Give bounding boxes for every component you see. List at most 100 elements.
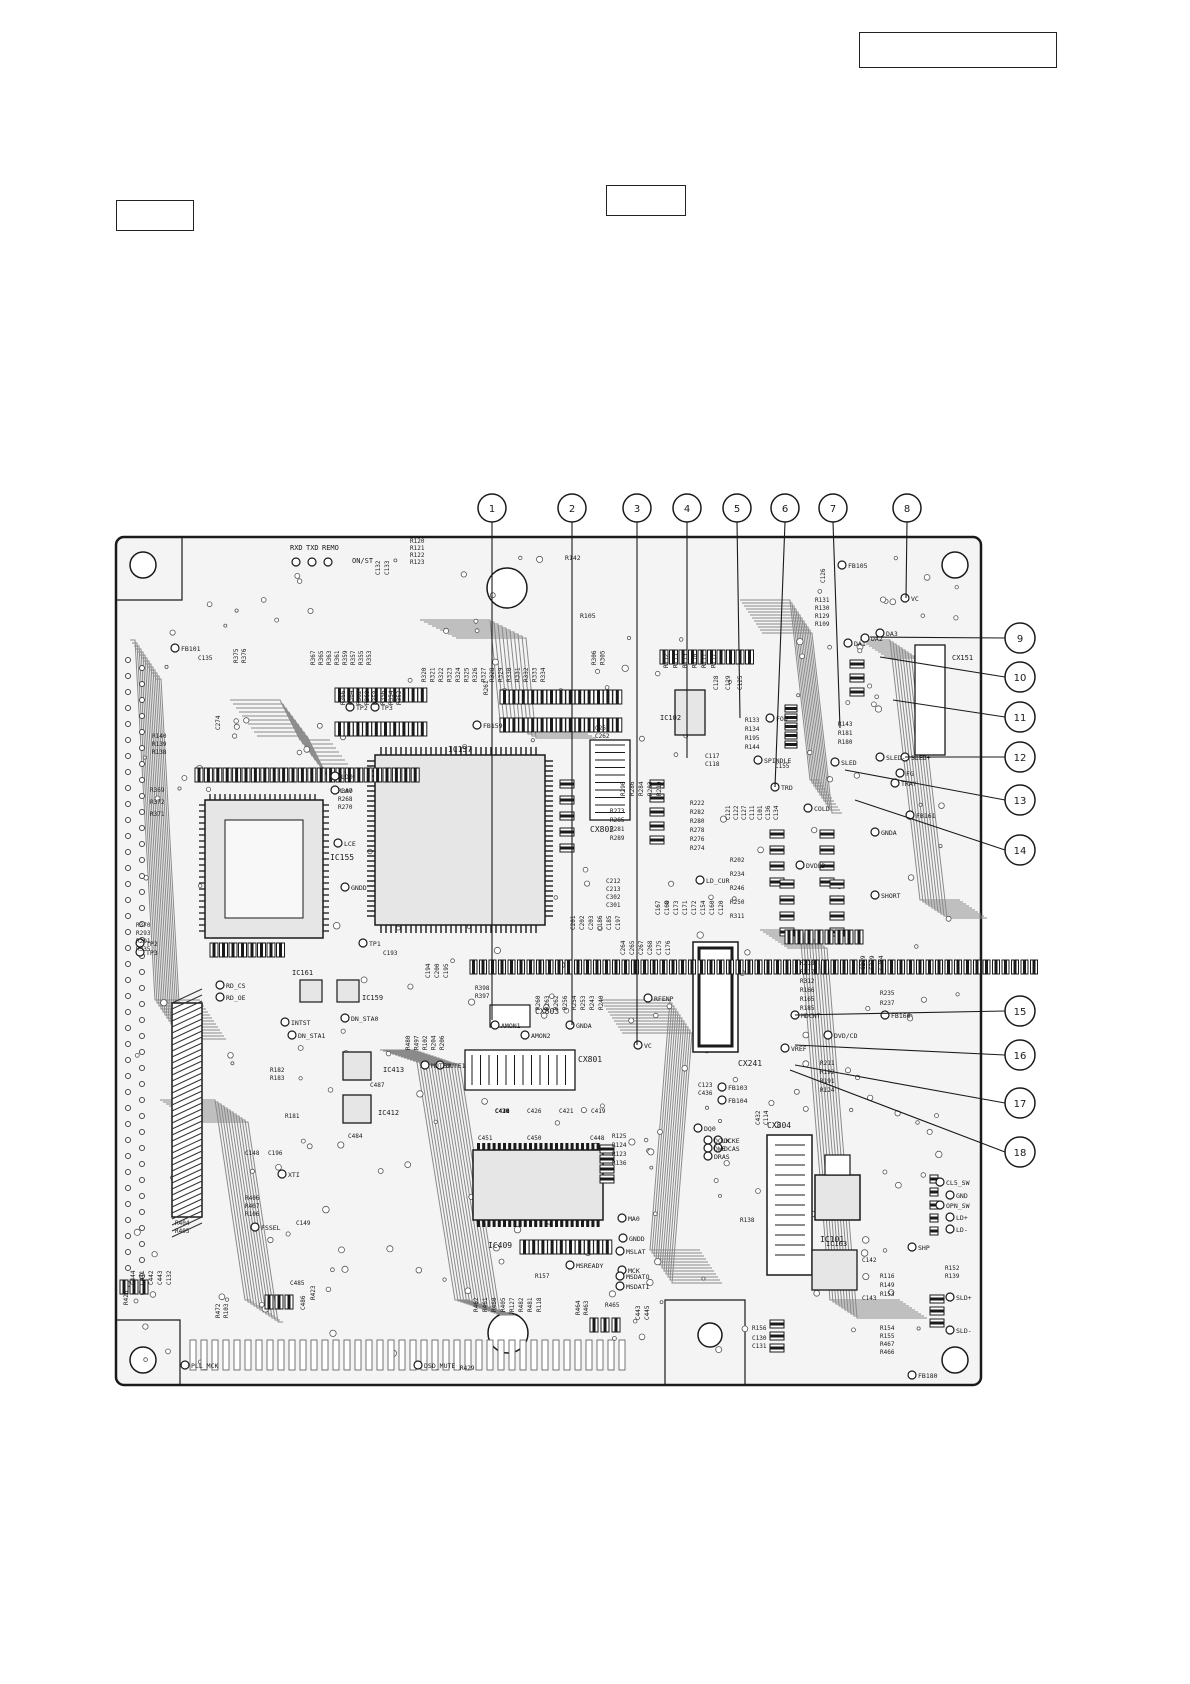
component-label: R222 xyxy=(690,800,705,807)
smd-pad xyxy=(966,960,969,974)
hatch-line xyxy=(171,1012,203,1028)
via xyxy=(325,1286,332,1293)
callout-number: 18 xyxy=(1014,1148,1027,1159)
via xyxy=(874,694,879,700)
pin-pad xyxy=(125,1105,131,1111)
test-point-label: LD- xyxy=(956,1226,968,1234)
smd-pad xyxy=(804,960,808,974)
component-label: C127 xyxy=(741,805,748,820)
via xyxy=(853,772,860,779)
via xyxy=(920,996,927,1003)
component-label: R323 xyxy=(447,667,454,682)
via xyxy=(135,1053,140,1058)
via xyxy=(307,608,314,615)
smd-pad xyxy=(633,960,637,974)
via xyxy=(954,585,959,590)
test-point xyxy=(520,1030,530,1040)
smd-pad xyxy=(244,768,248,782)
ic-pin xyxy=(596,1143,600,1150)
pcb-trace xyxy=(452,635,592,737)
component-label: R133 xyxy=(745,717,760,724)
smd-pad xyxy=(770,880,784,884)
via xyxy=(600,1103,605,1109)
test-point xyxy=(413,1360,423,1370)
component-label: R149 xyxy=(880,1282,895,1289)
smd-pad xyxy=(787,930,791,944)
callout-number: 5 xyxy=(734,504,740,515)
smd-pad xyxy=(206,768,210,782)
pin-pad xyxy=(125,1169,131,1175)
smd-pad xyxy=(880,960,884,974)
via xyxy=(633,1318,638,1324)
via xyxy=(233,718,239,724)
test-point-label: VC xyxy=(911,595,919,603)
smd-pad xyxy=(420,688,424,702)
component-label: R278 xyxy=(690,827,705,834)
edge-pad xyxy=(420,1339,428,1371)
edge-pad xyxy=(321,1339,329,1371)
smd-pad xyxy=(250,943,254,957)
component-label: R397 xyxy=(475,993,490,1000)
test-point xyxy=(945,1190,955,1200)
test-point xyxy=(615,1246,625,1256)
callout-13: 13 xyxy=(1004,784,1036,816)
smd-pad xyxy=(652,960,656,974)
via xyxy=(845,1067,852,1074)
pin-pad xyxy=(139,921,145,927)
pin-pad xyxy=(139,1097,145,1103)
smd-pad xyxy=(374,688,378,702)
smd-pad xyxy=(785,716,797,719)
via xyxy=(796,637,804,646)
callout-number: 9 xyxy=(1017,634,1023,645)
hatch-line xyxy=(171,1072,203,1088)
component-label: C118 xyxy=(705,761,720,768)
test-point xyxy=(823,1030,833,1040)
component-label: C265 xyxy=(629,940,636,955)
ic-pin xyxy=(518,1143,522,1150)
test-point xyxy=(490,1020,500,1030)
smd-pad xyxy=(529,960,532,974)
pin-pad xyxy=(125,1057,131,1063)
pcb-trace xyxy=(760,629,840,811)
chip-label: IC101 xyxy=(820,1235,844,1244)
via xyxy=(893,555,898,561)
edge-pad xyxy=(387,1339,395,1371)
component-label: R113 xyxy=(673,653,680,668)
smd-pad xyxy=(719,960,722,974)
via xyxy=(249,1168,255,1174)
component-label: R324 xyxy=(455,667,462,682)
via xyxy=(953,615,959,621)
callout-18: 18 xyxy=(1004,1136,1036,1168)
via xyxy=(582,866,589,873)
hatch-line xyxy=(171,1132,203,1148)
component-label: R423 xyxy=(310,1285,317,1300)
smd-pad xyxy=(540,690,544,704)
pin-pad xyxy=(125,673,131,679)
test-point-label: AMON1 xyxy=(501,1022,521,1030)
test-point xyxy=(170,643,180,653)
hatch-line xyxy=(171,1120,203,1136)
connector-label: CX804 xyxy=(767,1121,791,1130)
ic-pin xyxy=(591,1143,595,1150)
pin-pad xyxy=(139,1001,145,1007)
pin-pad xyxy=(139,1017,145,1023)
via xyxy=(536,555,544,563)
via xyxy=(595,668,601,674)
component-label: C451 xyxy=(478,1135,493,1142)
component-label: R285 xyxy=(610,817,625,824)
ic163-body xyxy=(811,1249,858,1291)
component-label: C441 xyxy=(139,1270,146,1285)
hatch-line xyxy=(171,1138,203,1154)
ic-pin xyxy=(539,1143,543,1150)
smd-pad xyxy=(600,1167,614,1171)
smd-pad xyxy=(597,690,600,704)
test-point xyxy=(340,882,350,892)
via xyxy=(862,1236,870,1244)
component-label: C443 xyxy=(635,1305,642,1320)
component-label: R191 xyxy=(820,1078,835,1085)
hatch-line xyxy=(171,1006,203,1022)
pin-pad xyxy=(125,1089,131,1095)
via xyxy=(549,993,555,999)
chip-label: IC161 xyxy=(292,969,313,977)
ic-pin xyxy=(508,1220,512,1227)
